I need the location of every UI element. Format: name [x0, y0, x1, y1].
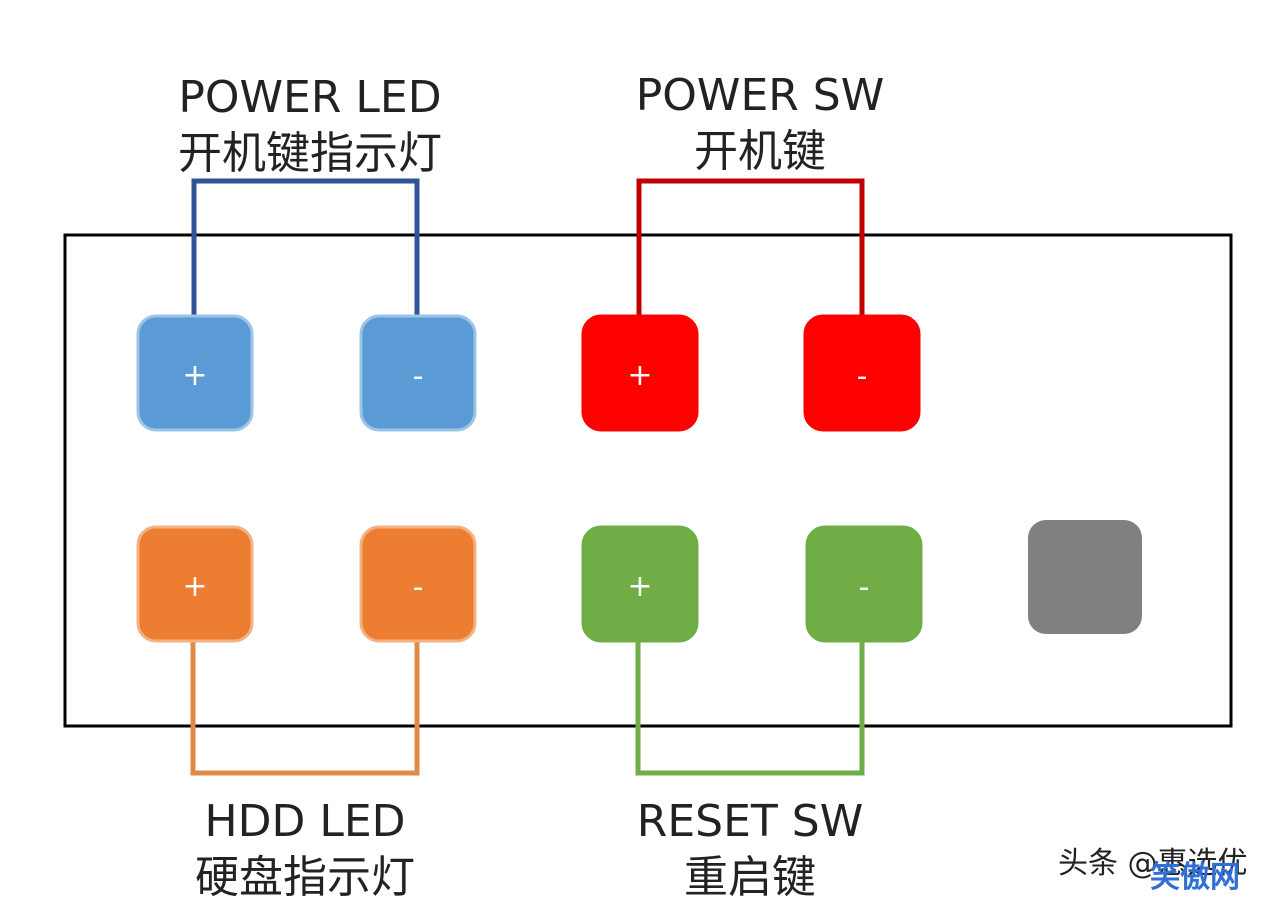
power-sw-plus-pin: +: [581, 314, 699, 432]
reset-sw-plus-sign: +: [627, 569, 652, 604]
power-led-wire: [191, 178, 420, 317]
unused-pin: [1028, 520, 1142, 634]
power-led-plus-sign: +: [182, 358, 207, 393]
reset-sw-wire: [635, 640, 865, 776]
watermark-text: 头条 @惠选优: [1058, 846, 1248, 881]
power-sw-minus-sign: -: [857, 359, 868, 394]
power-sw-plus-sign: +: [627, 358, 652, 393]
power-led-title-en: POWER LED: [178, 72, 442, 123]
reset-sw-label: RESET SW 重启键: [560, 800, 940, 900]
reset-sw-minus-pin: -: [805, 525, 923, 643]
power-sw-wire: [636, 178, 865, 317]
reset-sw-title-zh: 重启键: [684, 852, 816, 903]
hdd-led-label: HDD LED 硬盘指示灯: [110, 800, 500, 900]
hdd-led-title-en: HDD LED: [204, 796, 406, 847]
header-frame: [63, 233, 1233, 728]
hdd-led-plus-sign: +: [182, 569, 207, 604]
power-sw-title-zh: 开机键: [694, 126, 826, 177]
reset-sw-minus-sign: -: [859, 570, 870, 605]
power-led-title-zh: 开机键指示灯: [178, 128, 442, 179]
power-sw-minus-pin: -: [803, 314, 921, 432]
power-sw-title-en: POWER SW: [635, 70, 885, 121]
power-led-minus-pin: -: [359, 314, 477, 432]
hdd-led-wire: [190, 640, 420, 776]
hdd-led-minus-pin: -: [359, 525, 477, 643]
power-led-label: POWER LED 开机键指示灯: [120, 76, 500, 176]
hdd-led-minus-sign: -: [413, 570, 424, 605]
power-sw-label: POWER SW 开机键: [560, 74, 960, 174]
reset-sw-title-en: RESET SW: [636, 796, 864, 847]
power-led-plus-pin: +: [136, 314, 254, 432]
hdd-led-title-zh: 硬盘指示灯: [195, 852, 415, 903]
reset-sw-plus-pin: +: [581, 525, 699, 643]
hdd-led-plus-pin: +: [136, 525, 254, 643]
watermark-logo: 笑傲网: [1150, 860, 1240, 895]
power-led-minus-sign: -: [413, 359, 424, 394]
